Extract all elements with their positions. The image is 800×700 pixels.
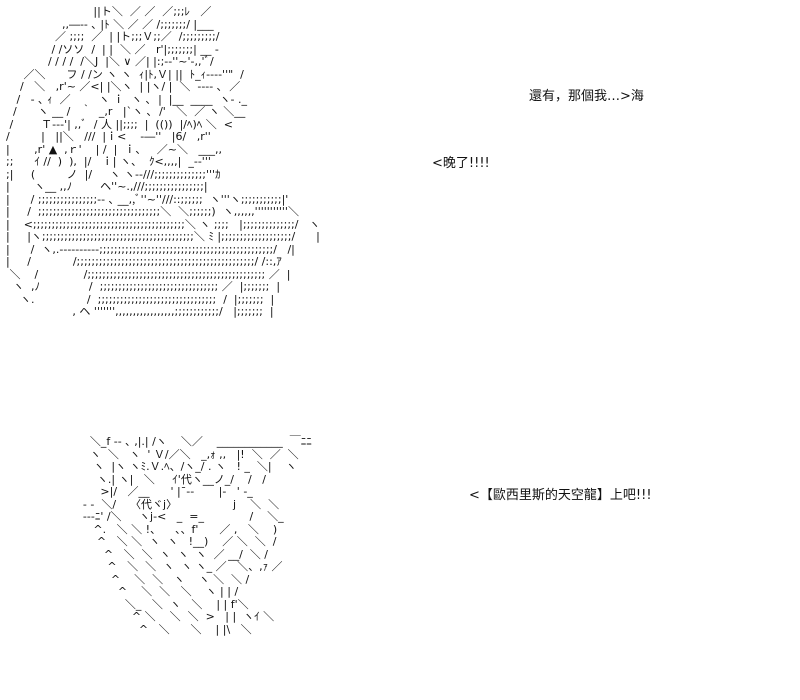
dialogue-line-3: <【歐西里斯的天空龍】上吧!!! [469, 488, 652, 503]
ascii-art-bottom-panel: ＼_f ‐- ､ ,|.| /ヽ ＼／ ____________ ￣ﾆﾆ ヽ ＼… [82, 435, 312, 636]
ascii-art-top-panel: ||ト＼ ／ ／ ／;;;ﾚ ／ ,,―-- ､ |ﾄ ＼ ／ ／ /;;;;;… [6, 5, 320, 318]
dialogue-line-1: 還有，那個我…>海 [529, 89, 644, 104]
dialogue-line-2: <晚了!!!! [432, 156, 490, 171]
